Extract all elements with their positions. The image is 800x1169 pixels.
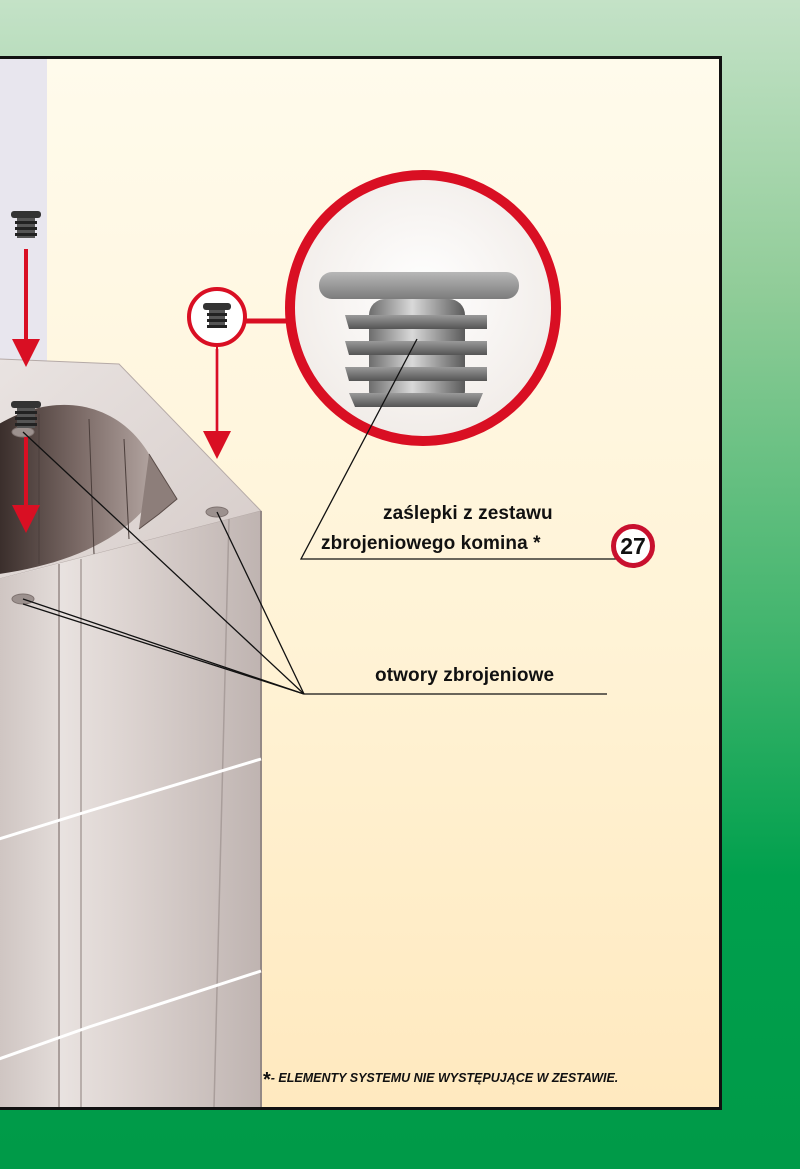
chimney-side-face bbox=[0, 564, 59, 1107]
arrow-head bbox=[203, 431, 231, 459]
footnote-star: * bbox=[263, 1069, 271, 1091]
holes-caption: otwory zbrojeniowe bbox=[375, 665, 555, 686]
chimney-illustration bbox=[0, 59, 629, 1107]
arrow-head bbox=[12, 339, 40, 367]
chimney-edge bbox=[213, 518, 230, 1107]
leader-holes bbox=[22, 431, 607, 695]
flue-ring bbox=[138, 453, 178, 530]
footnote-text: - ELEMENTY SYSTEMU NIE WYSTĘPUJĄCE W ZES… bbox=[270, 1071, 619, 1085]
arrow-head bbox=[12, 505, 40, 533]
leader-plug-caption bbox=[299, 338, 629, 560]
plug-small-1 bbox=[11, 211, 41, 238]
plug-small-highlighted bbox=[203, 303, 231, 328]
plug-small-2 bbox=[11, 401, 41, 428]
element-number-badge: 27 bbox=[611, 524, 655, 568]
block-joint bbox=[0, 969, 262, 1061]
plug-large-detail bbox=[319, 272, 519, 407]
plug-caption-line-2: zbrojeniowego komina * bbox=[321, 533, 541, 554]
block-joint bbox=[0, 757, 262, 841]
diagram-panel: zaślepki z zestawu zbrojeniowego komina … bbox=[0, 56, 722, 1110]
plug-caption-line-1: zaślepki z zestawu bbox=[383, 503, 553, 524]
footnote: *- ELEMENTY SYSTEMU NIE WYSTĘPUJĄCE W ZE… bbox=[263, 1069, 618, 1092]
